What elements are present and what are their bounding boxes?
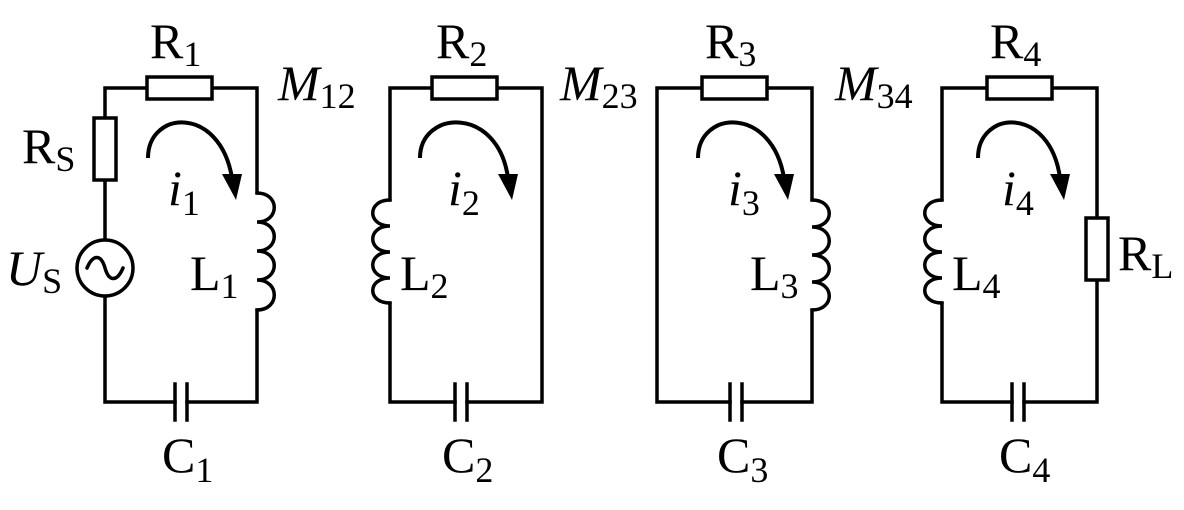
- current-arrow-i3: [696, 120, 794, 200]
- resistor-r4: [985, 75, 1054, 101]
- label-i3: i3: [728, 160, 760, 223]
- resistor-r1: [145, 75, 214, 101]
- resistor-r3: [700, 75, 769, 101]
- inductor-l2: [371, 198, 392, 305]
- label-m12: M12: [277, 55, 356, 116]
- label-r3: R3: [705, 13, 756, 74]
- label-l3: L3: [750, 245, 799, 306]
- stage-1: [75, 75, 276, 422]
- inductor-l3: [810, 198, 831, 312]
- stage-1-wires: [103, 86, 259, 404]
- capacitor-c3: [728, 382, 744, 422]
- label-i4: i4: [1002, 160, 1034, 223]
- label-m34: M34: [834, 55, 913, 116]
- label-r2: R2: [436, 13, 487, 74]
- capacitor-c1: [173, 382, 189, 422]
- resistor-rl: [1084, 216, 1110, 282]
- stage-3: [655, 75, 831, 422]
- stage-3-wires: [655, 86, 814, 404]
- inductor-l1: [255, 191, 276, 312]
- current-arrow-i2: [418, 120, 518, 200]
- current-arrow-i4: [976, 120, 1070, 200]
- label-i1: i1: [168, 160, 200, 223]
- label-c1: C1: [162, 427, 213, 490]
- capacitor-c4: [1010, 382, 1026, 422]
- label-r1: R1: [150, 13, 201, 74]
- stage-2: [371, 75, 544, 422]
- stage-2-wires: [388, 86, 544, 404]
- label-us: US: [6, 240, 62, 301]
- label-rl: RL: [1118, 225, 1173, 286]
- label-rs: RS: [22, 118, 75, 179]
- label-c2: C2: [442, 427, 493, 490]
- inductor-l4: [923, 198, 944, 305]
- label-r4: R4: [990, 13, 1041, 74]
- stage-4-wires: [940, 86, 1099, 404]
- label-c4: C4: [999, 427, 1050, 490]
- label-l2: L2: [400, 245, 449, 306]
- voltage-source-us: [75, 238, 135, 298]
- label-m23: M23: [559, 55, 638, 116]
- resistor-r2: [430, 75, 499, 101]
- label-i2: i2: [448, 160, 480, 223]
- current-arrow-i1: [146, 120, 242, 200]
- label-l1: L1: [190, 245, 239, 306]
- resistor-rs: [92, 116, 118, 182]
- stage-4: [923, 75, 1110, 422]
- label-c3: C3: [717, 427, 768, 490]
- label-l4: L4: [952, 245, 1001, 306]
- capacitor-c2: [453, 382, 469, 422]
